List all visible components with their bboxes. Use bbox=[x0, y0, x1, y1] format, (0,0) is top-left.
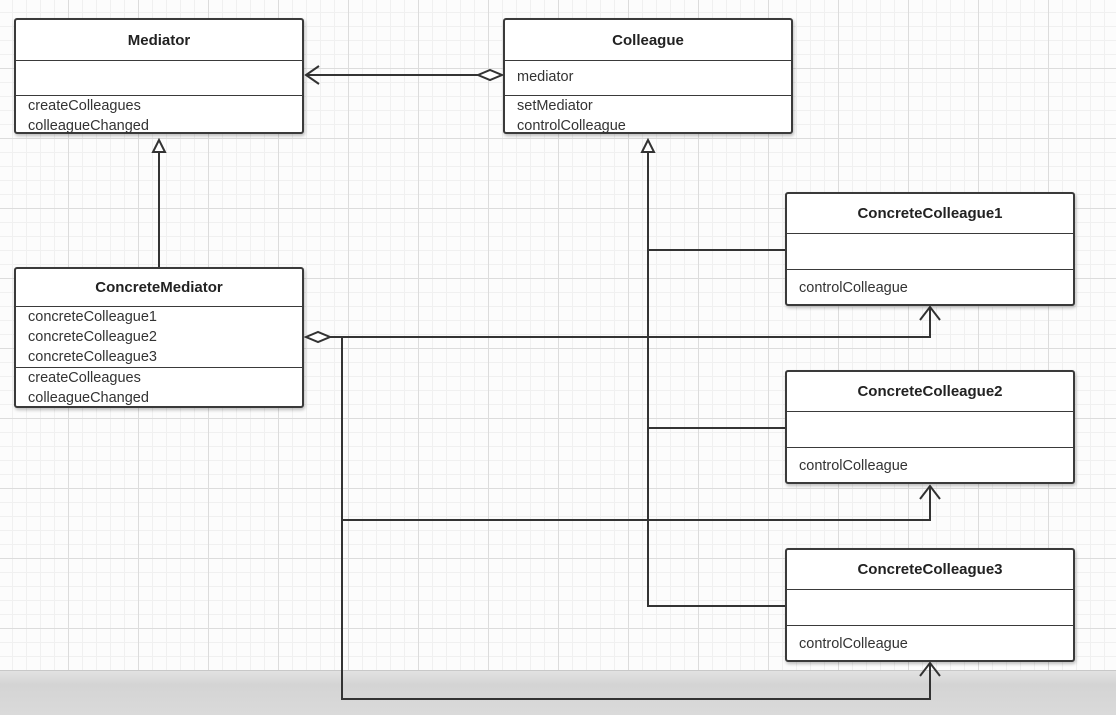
class-attributes-compartment: concreteColleague1 concreteColleague2 co… bbox=[16, 307, 302, 368]
mediator-class[interactable]: Mediator createColleagues colleagueChang… bbox=[14, 18, 304, 134]
operation: controlColleague bbox=[799, 636, 908, 652]
class-attributes-compartment: mediator bbox=[505, 61, 791, 96]
class-operations-compartment: controlColleague bbox=[787, 448, 1073, 476]
operation: colleagueChanged bbox=[28, 118, 149, 134]
class-operations-compartment: controlColleague bbox=[787, 626, 1073, 654]
generalization-triangle bbox=[151, 137, 167, 153]
aggregation-diamond bbox=[475, 68, 505, 82]
class-name: Colleague bbox=[505, 20, 791, 61]
concrete-colleague1-class[interactable]: ConcreteColleague1 controlColleague bbox=[785, 192, 1075, 306]
class-name: Mediator bbox=[16, 20, 302, 61]
concrete-colleague2-class[interactable]: ConcreteColleague2 controlColleague bbox=[785, 370, 1075, 484]
aggregation-diamond bbox=[303, 330, 333, 344]
operation: createColleagues bbox=[28, 370, 141, 386]
colleague-class[interactable]: Colleague mediator setMediator controlCo… bbox=[503, 18, 793, 134]
concrete-mediator-class[interactable]: ConcreteMediator concreteColleague1 conc… bbox=[14, 267, 304, 408]
attribute: concreteColleague2 bbox=[28, 329, 157, 345]
operation: setMediator bbox=[517, 98, 593, 114]
operation: createColleagues bbox=[28, 98, 141, 114]
class-attributes-compartment bbox=[787, 234, 1073, 270]
mediator-colleague1-aggregation-line[interactable] bbox=[330, 307, 931, 338]
class-name: ConcreteMediator bbox=[16, 269, 302, 307]
class-operations-compartment: createColleagues colleagueChanged bbox=[16, 96, 302, 136]
arrow-head-open bbox=[919, 661, 941, 677]
class-name: ConcreteColleague2 bbox=[787, 372, 1073, 412]
class-name: ConcreteColleague1 bbox=[787, 194, 1073, 234]
operation: controlColleague bbox=[799, 458, 908, 474]
arrow-head-open bbox=[304, 65, 320, 85]
class-operations-compartment: controlColleague bbox=[787, 270, 1073, 298]
concrete-colleague3-class[interactable]: ConcreteColleague3 controlColleague bbox=[785, 548, 1075, 662]
generalization-triangle bbox=[640, 137, 656, 153]
class-attributes-compartment bbox=[16, 61, 302, 96]
class-operations-compartment: createColleagues colleagueChanged bbox=[16, 368, 302, 408]
mediator-colleague2-aggregation-line[interactable] bbox=[341, 337, 931, 521]
concrete-colleagues-generalization-line[interactable] bbox=[647, 152, 785, 607]
operation: colleagueChanged bbox=[28, 390, 149, 406]
attribute: concreteColleague3 bbox=[28, 349, 157, 365]
operation: controlColleague bbox=[799, 280, 908, 296]
class-name: ConcreteColleague3 bbox=[787, 550, 1073, 590]
class-attributes-compartment bbox=[787, 590, 1073, 626]
arrow-head-open bbox=[919, 484, 941, 500]
attribute: mediator bbox=[517, 69, 574, 85]
arrow-head-open bbox=[919, 305, 941, 321]
operation: controlColleague bbox=[517, 118, 626, 134]
attribute: concreteColleague1 bbox=[28, 309, 157, 325]
class-operations-compartment: setMediator controlColleague bbox=[505, 96, 791, 136]
class-attributes-compartment bbox=[787, 412, 1073, 448]
mediator-colleague3-aggregation-line[interactable] bbox=[341, 520, 931, 700]
